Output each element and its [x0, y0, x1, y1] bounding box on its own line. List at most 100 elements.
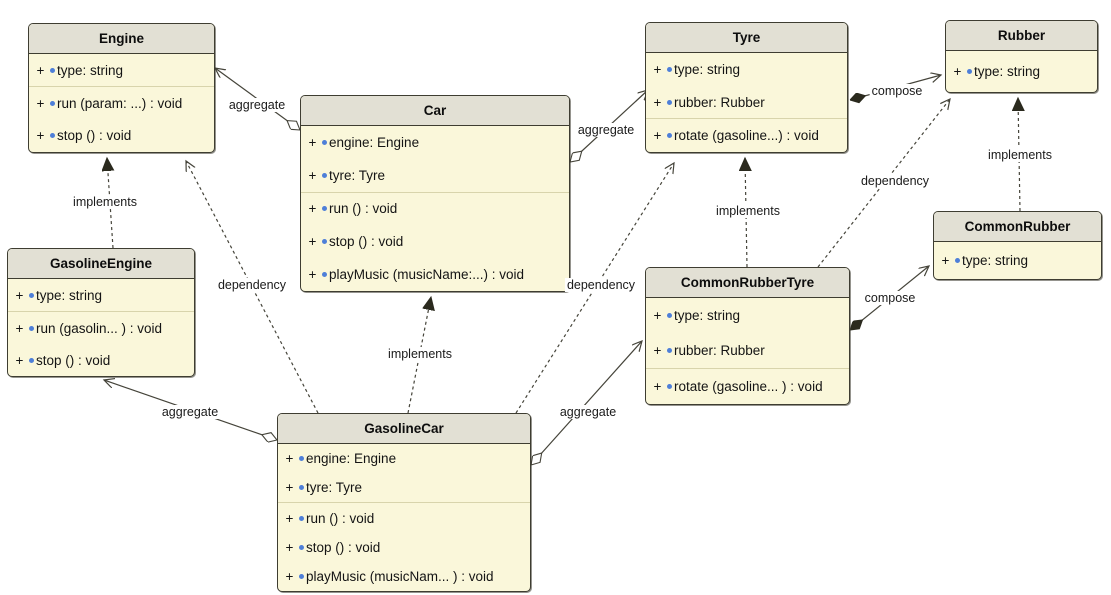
attribute-row: +rubber: Rubber	[653, 343, 765, 358]
attribute-row: +rubber: Rubber	[653, 94, 765, 110]
class-commonrubber[interactable]: CommonRubber +type: string	[933, 211, 1102, 280]
member-dot-icon	[299, 456, 304, 462]
method-row: +rotate (gasoline...) : void	[653, 128, 819, 144]
edge-label-implements: implements	[71, 195, 139, 209]
class-gasolineengine-title: GasolineEngine	[8, 249, 194, 279]
member-dot-icon	[667, 99, 672, 105]
section-divider	[8, 311, 194, 312]
method-text: stop () : void	[36, 352, 111, 368]
method-text: rotate (gasoline...) : void	[674, 128, 819, 144]
member-dot-icon	[322, 172, 327, 178]
member-dot-icon	[50, 133, 55, 139]
member-dot-icon	[322, 239, 327, 245]
edge-label-implements: implements	[986, 148, 1054, 162]
attribute-text: type: string	[57, 62, 124, 78]
member-dot-icon	[322, 139, 327, 145]
section-divider	[301, 191, 569, 193]
class-commonrubbertyre[interactable]: CommonRubberTyre +type: string +rubber: …	[645, 267, 850, 405]
member-dot-icon	[29, 357, 34, 363]
attribute-row: +type: string	[653, 61, 741, 77]
attribute-row: +engine: Engine	[308, 134, 420, 150]
member-dot-icon	[955, 258, 960, 263]
member-dot-icon	[322, 272, 327, 278]
method-row: +run (gasolin... ) : void	[15, 320, 163, 336]
method-row: +run () : void	[285, 510, 375, 526]
class-engine-title: Engine	[29, 24, 214, 54]
member-dot-icon	[50, 67, 55, 73]
method-row: +stop () : void	[36, 128, 132, 144]
attribute-text: tyre: Tyre	[329, 167, 386, 183]
method-text: rotate (gasoline... ) : void	[674, 379, 823, 394]
edge-label-aggregate: aggregate	[159, 405, 221, 419]
edge-aggregate-gasolinecar-commonrubbertyre	[531, 341, 642, 465]
attribute-text: type: string	[962, 253, 1029, 268]
class-rubber-title: Rubber	[946, 21, 1097, 51]
attribute-text: type: string	[36, 287, 103, 303]
member-dot-icon	[50, 100, 55, 106]
section-divider	[646, 368, 849, 369]
method-text: run (param: ...) : void	[57, 95, 183, 111]
member-dot-icon	[667, 313, 672, 318]
class-car[interactable]: Car +engine: Engine +tyre: Tyre +run () …	[300, 95, 570, 292]
edge-label-compose: compose	[869, 84, 925, 98]
attribute-text: engine: Engine	[306, 451, 397, 467]
method-text: run () : void	[306, 510, 375, 526]
method-row: +stop () : void	[15, 352, 111, 368]
edge-label-aggregate: aggregate	[575, 123, 637, 137]
attribute-row: +engine: Engine	[285, 451, 397, 467]
edge-label-aggregate: aggregate	[226, 98, 288, 112]
member-dot-icon	[967, 69, 972, 74]
method-row: +rotate (gasoline... ) : void	[653, 379, 823, 394]
member-dot-icon	[667, 133, 672, 139]
attribute-text: tyre: Tyre	[306, 480, 363, 496]
method-row: +run (param: ...) : void	[36, 95, 183, 111]
attribute-text: type: string	[974, 64, 1041, 79]
method-text: playMusic (musicName:...) : void	[329, 267, 525, 283]
edge-label-aggregate: aggregate	[557, 405, 619, 419]
method-text: playMusic (musicNam... ) : void	[306, 568, 494, 584]
member-dot-icon	[667, 66, 672, 72]
attribute-row: +tyre: Tyre	[308, 167, 386, 183]
method-row: +playMusic (musicName:...) : void	[308, 267, 525, 283]
member-dot-icon	[299, 515, 304, 521]
class-car-title: Car	[301, 96, 569, 126]
method-row: +playMusic (musicNam... ) : void	[285, 568, 494, 584]
section-divider	[29, 86, 214, 88]
method-row: +stop () : void	[308, 234, 404, 250]
attribute-row: +type: string	[36, 62, 124, 78]
edge-dependency-gasolinecar-tyre	[515, 163, 674, 414]
section-divider	[646, 118, 847, 120]
attribute-row: +type: string	[653, 308, 741, 323]
member-dot-icon	[299, 485, 304, 491]
member-dot-icon	[667, 384, 672, 389]
class-gasolinecar[interactable]: GasolineCar +engine: Engine +tyre: Tyre …	[277, 413, 531, 592]
attribute-text: engine: Engine	[329, 134, 420, 150]
attribute-row: +type: string	[15, 287, 103, 303]
attribute-text: rubber: Rubber	[674, 343, 765, 358]
method-row: +run () : void	[308, 201, 398, 217]
class-engine[interactable]: Engine +type: string +run (param: ...) :…	[28, 23, 215, 153]
class-tyre-title: Tyre	[646, 23, 847, 53]
attribute-row: +type: string	[953, 64, 1041, 79]
class-commonrubbertyre-title: CommonRubberTyre	[646, 268, 849, 298]
attribute-row: +tyre: Tyre	[285, 480, 363, 496]
method-text: run (gasolin... ) : void	[36, 320, 163, 336]
member-dot-icon	[299, 573, 304, 579]
edge-label-implements: implements	[386, 347, 454, 361]
attribute-text: type: string	[674, 61, 741, 77]
edge-label-implements: implements	[714, 204, 782, 218]
method-text: stop () : void	[306, 539, 381, 555]
edge-label-dependency: dependency	[215, 278, 289, 292]
edge-label-compose: compose	[862, 291, 918, 305]
attribute-row: +type: string	[941, 253, 1029, 268]
member-dot-icon	[29, 292, 34, 298]
edge-label-dependency: dependency	[858, 174, 932, 188]
class-gasolineengine[interactable]: GasolineEngine +type: string +run (gasol…	[7, 248, 195, 377]
edge-label-dependency: dependency	[564, 278, 638, 292]
section-divider	[278, 502, 530, 504]
class-commonrubber-title: CommonRubber	[934, 212, 1101, 242]
class-tyre[interactable]: Tyre +type: string +rubber: Rubber +rota…	[645, 22, 848, 153]
member-dot-icon	[322, 206, 327, 212]
class-rubber[interactable]: Rubber +type: string	[945, 20, 1098, 93]
